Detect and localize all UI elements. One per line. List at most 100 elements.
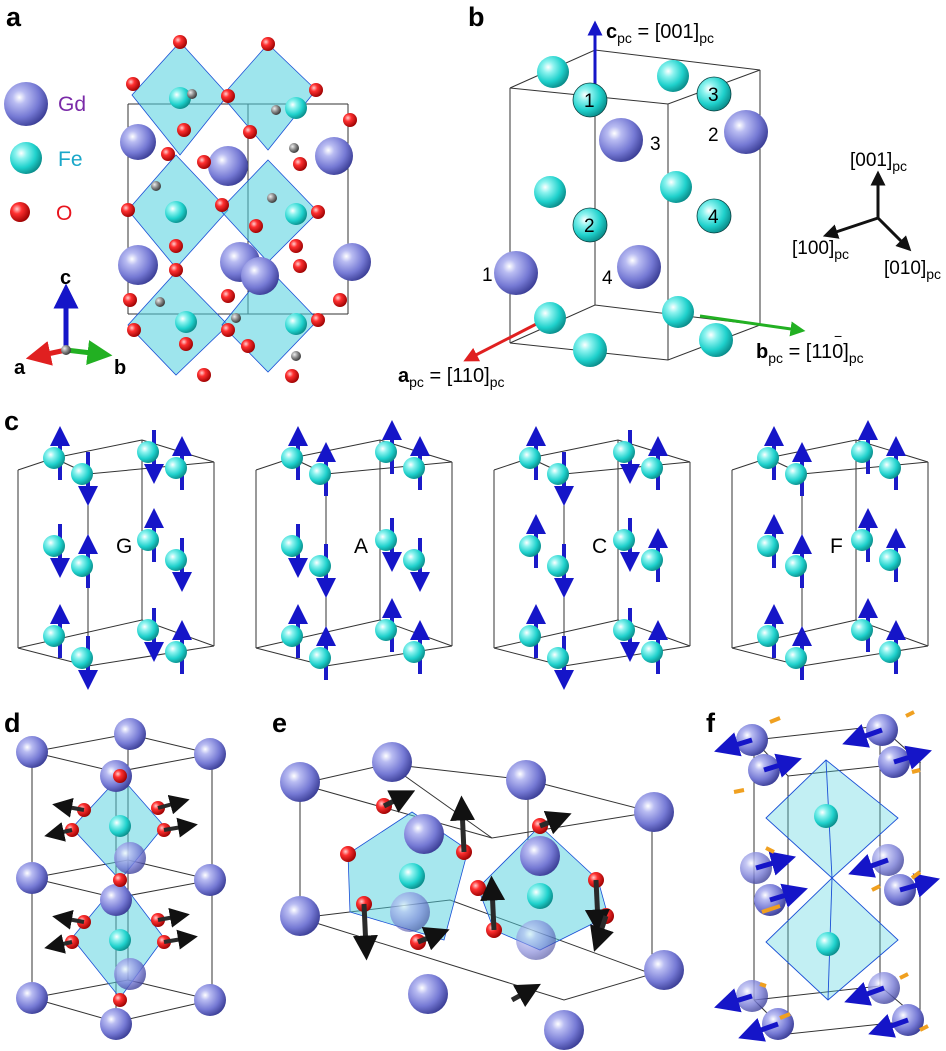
panel-label-e: e [272,708,287,738]
cell-edge [291,439,381,459]
axis-c-label: c [60,267,71,289]
panel-label-b: b [468,2,485,32]
spin-mode-a: A [255,420,453,680]
fe-atom [165,549,187,571]
panel-label-f: f [706,708,716,738]
mode-label-c: C [592,535,607,558]
panel-d-fe-atoms [109,815,131,951]
axis-b-label: b [114,357,126,379]
fe-atom [757,625,779,647]
panel-label-a: a [6,2,22,32]
cell-edge [255,619,381,649]
legend-fe-label: Fe [58,148,83,171]
fe-atom [281,535,303,557]
fe-atom [403,641,425,663]
legend-o-atom [10,202,30,222]
panel-c: c G A C F [4,406,929,690]
cell-edge [493,619,619,649]
fe-atom [281,447,303,469]
fe-atom [879,641,901,663]
fe-atom [43,535,65,557]
fe-atom [641,457,663,479]
fe-atom [519,535,541,557]
bpc-label: bpc = [110]pc [756,341,864,366]
gd-label-1: 1 [482,265,493,286]
fe-atom [137,619,159,641]
legend-o-label: O [56,202,72,225]
panel-a: a Gd Fe O [4,2,371,383]
fe-atom [613,441,635,463]
panel-b-gd-atoms [494,110,768,295]
panel-d-displacement-arrows [44,794,198,954]
spin-mode-f: F [731,420,929,680]
cell-edge [767,439,857,459]
cell-edge [563,461,691,475]
apc-arrow [463,316,549,362]
cell-edge [801,645,929,667]
cell-edge [731,619,857,649]
fe-atom [547,555,569,577]
panel-label-d: d [4,708,21,738]
cell-edge [529,439,619,459]
panel-label-c: c [4,406,19,436]
fe-atom [547,463,569,485]
gd-label-3: 3 [650,134,661,155]
cell-edge [801,461,929,475]
fe-atom [43,625,65,647]
fe-atom [641,549,663,571]
panel-a-fe-atoms [165,87,307,335]
fe-atom [879,457,901,479]
fe-atom [785,555,807,577]
mode-label-a: A [354,535,368,558]
dir-100-label: [100]pc [792,238,849,262]
panel-e-fe-atoms [399,863,553,909]
fe-atom [137,441,159,463]
fe-atom [851,529,873,551]
cell-edge [325,461,453,475]
legend: Gd Fe O [4,82,86,225]
panel-e: e [272,708,684,1050]
cell-edge [87,645,215,667]
fe-atom [785,647,807,669]
fe-atom [641,641,663,663]
mode-label-g: G [116,535,132,558]
fe-atom [757,535,779,557]
panel-a-gray-atoms [151,89,301,361]
gd-label-4: 4 [602,268,613,289]
fe-atom [519,447,541,469]
fe-atom [165,641,187,663]
fe-atom [403,549,425,571]
fe-atom [375,529,397,551]
fe-atom [71,555,93,577]
panel-d: d [4,708,226,1040]
fe-atom [375,619,397,641]
panel-a-o-atoms [121,35,357,383]
panel-f: f [706,708,941,1042]
cell-edge [563,645,691,667]
fe-atom [879,549,901,571]
fe-atom [547,647,569,669]
fe-atom [165,457,187,479]
fe-atom [519,625,541,647]
fe-label-2: 2 [584,216,595,237]
fe-atom [71,647,93,669]
fe-atom [137,529,159,551]
fe-atom [281,625,303,647]
bpc-overbar: − [834,328,842,344]
cpc-label: cpc = [001]pc [606,21,714,46]
fe-atom [757,447,779,469]
panel-e-displacement-arrows [352,790,614,1007]
mode-label-f: F [830,535,843,558]
fe-atom [613,529,635,551]
panel-b-fe-atoms [534,56,733,367]
legend-gd-label: Gd [58,93,86,116]
fe-atom [309,555,331,577]
spin-mode-c: C [493,426,691,690]
fe-atom [375,441,397,463]
spin-mode-g: G [17,426,215,690]
fe-atom [785,463,807,485]
fe-atom [309,647,331,669]
panel-f-orange-arrows [733,710,929,1032]
